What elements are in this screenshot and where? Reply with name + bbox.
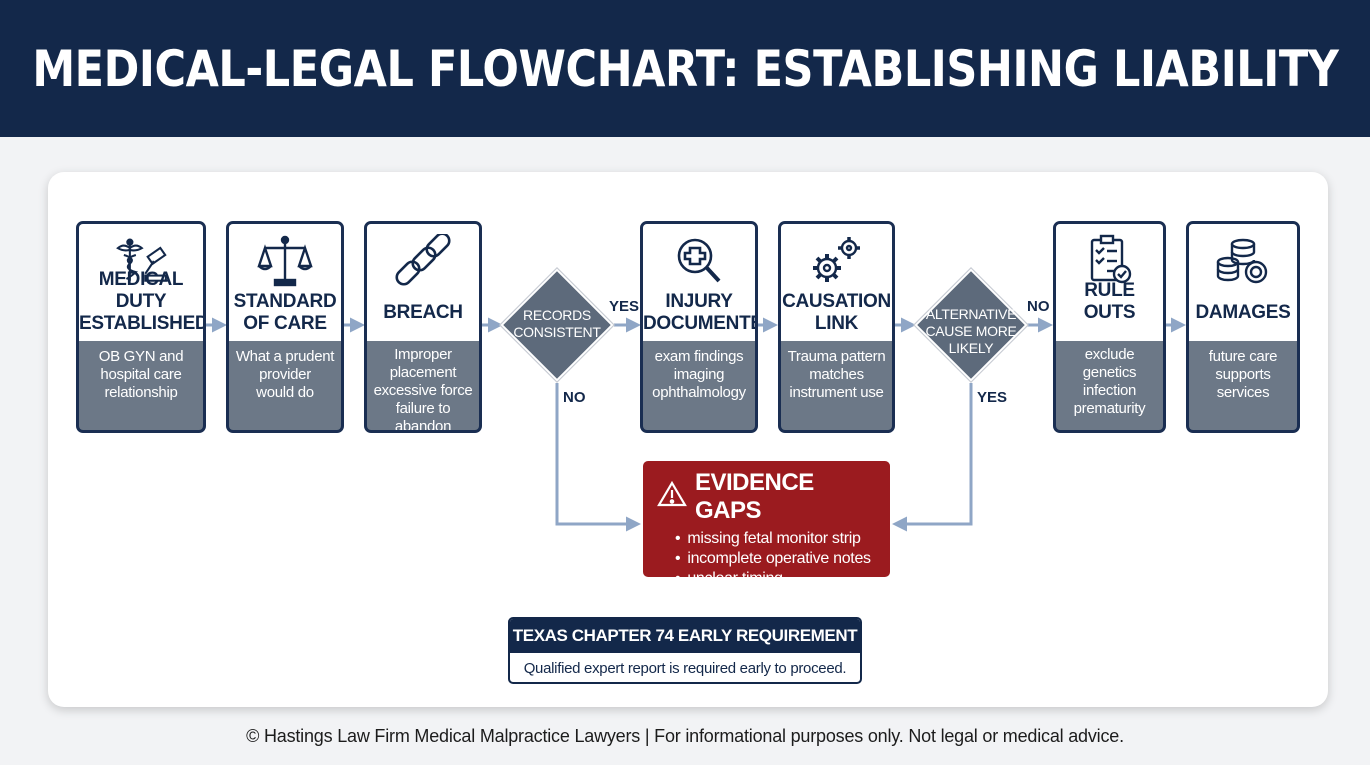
list-item: unclear timing (675, 569, 876, 589)
step-title: DAMAGES (1195, 302, 1291, 323)
evidence-gaps-box: EVIDENCE GAPS missing fetal monitor stri… (643, 461, 890, 587)
arrow-no-to-gaps (555, 383, 641, 532)
caduceus-gavel-icon (111, 234, 171, 288)
step-injury-documented: INJURYDOCUMENTED exam findingsimagingoph… (640, 221, 758, 433)
step-title: INJURYDOCUMENTED (643, 291, 755, 334)
warning-icon (657, 480, 687, 514)
decision-2-no-label: NO (1027, 298, 1050, 315)
list-item: missing fetal monitor strip (675, 529, 876, 549)
texas-title: TEXAS CHAPTER 74 EARLY REQUIREMENT (510, 619, 860, 653)
scales-icon (255, 234, 315, 288)
coins-icon (1213, 234, 1273, 288)
decision-1-no-label: NO (563, 389, 586, 406)
decision-2-yes-label: YES (977, 389, 1008, 406)
medical-search-icon (669, 234, 729, 288)
evidence-gaps-title: EVIDENCE GAPS (695, 469, 814, 524)
broken-chain-icon (393, 234, 453, 288)
texas-body: Qualified expert report is required earl… (523, 660, 847, 677)
list-item: incomplete operative notes (675, 549, 876, 569)
step-title: BREACH (383, 302, 463, 323)
texas-requirement-box: TEXAS CHAPTER 74 EARLY REQUIREMENT Quali… (508, 617, 862, 684)
checklist-icon (1080, 234, 1140, 288)
footer-disclaimer: © Hastings Law Firm Medical Malpractice … (246, 726, 1124, 746)
arrow-yes-to-gaps (892, 383, 973, 532)
gears-icon (807, 234, 867, 288)
step-title: RULE OUTS (1083, 280, 1136, 323)
decision-1-yes-label: YES (609, 298, 640, 315)
evidence-gaps-list: missing fetal monitor strip incomplete o… (657, 529, 876, 589)
header-banner: MEDICAL-LEGAL FLOWCHART: ESTABLISHING LI… (0, 0, 1370, 137)
page-title: MEDICAL-LEGAL FLOWCHART: ESTABLISHING LI… (31, 39, 1339, 98)
